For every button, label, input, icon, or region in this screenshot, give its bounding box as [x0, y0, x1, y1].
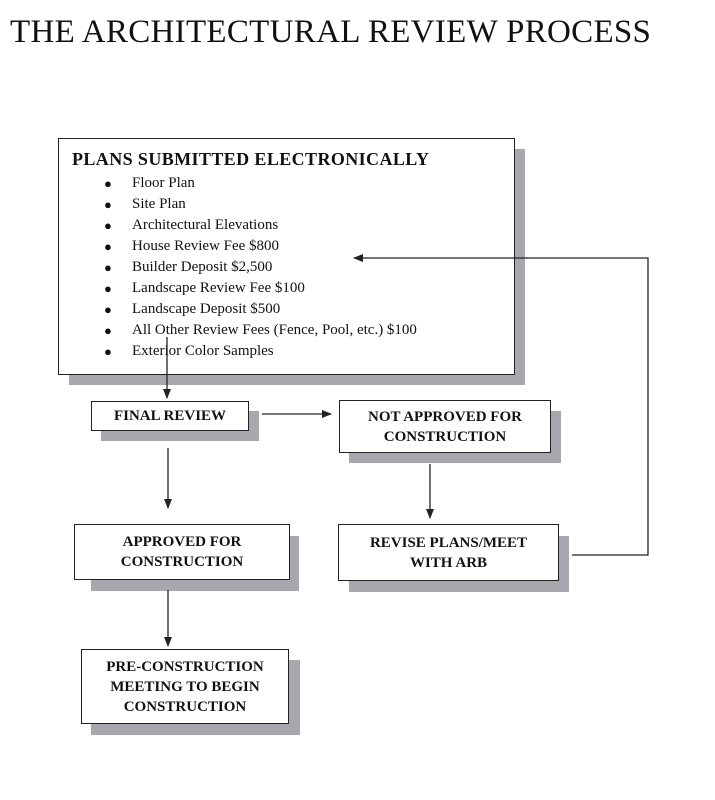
plans-list-item-label: Landscape Deposit $500 — [132, 301, 281, 317]
bullet-icon: ● — [104, 197, 112, 212]
bullet-icon: ● — [104, 176, 112, 191]
plans-list-item: ● Architectural Elevations — [72, 215, 514, 236]
plans-list-item: ● Landscape Deposit $500 — [72, 299, 514, 320]
plans-submitted-box: PLANS SUBMITTED ELECTRONICALLY ● Floor Pl… — [58, 138, 515, 375]
plans-list-item: ● Floor Plan — [72, 173, 514, 194]
plans-list-item-label: Floor Plan — [132, 175, 195, 191]
not-approved-box: NOT APPROVED FOR CONSTRUCTION — [339, 400, 551, 453]
plans-list-item-label: Architectural Elevations — [132, 217, 279, 233]
plans-heading: PLANS SUBMITTED ELECTRONICALLY — [72, 149, 430, 169]
plans-list-item: ● Landscape Review Fee $100 — [72, 278, 514, 299]
revise-plans-box: REVISE PLANS/MEET WITH ARB — [338, 524, 559, 581]
plans-list-item-label: Builder Deposit $2,500 — [132, 259, 273, 275]
plans-list-item-label: House Review Fee $800 — [132, 238, 280, 254]
plans-list-item-label: Site Plan — [132, 196, 186, 212]
plans-list-item: ● Builder Deposit $2,500 — [72, 257, 514, 278]
plans-list-item: ● Site Plan — [72, 194, 514, 215]
bullet-icon: ● — [104, 218, 112, 233]
plans-list-item: ● All Other Review Fees (Fence, Pool, etc… — [72, 320, 514, 341]
approved-box: APPROVED FOR CONSTRUCTION — [74, 524, 290, 580]
bullet-icon: ● — [104, 323, 112, 338]
plans-list-item: ● House Review Fee $800 — [72, 236, 514, 257]
plans-requirements-list: ● Floor Plan ● Site Plan ● Architectural Elev… — [72, 173, 514, 362]
pre-construction-box: PRE-CONSTRUCTION MEETING TO BEGIN CONSTR… — [81, 649, 289, 724]
final-review-box: FINAL REVIEW — [91, 401, 249, 431]
bullet-icon: ● — [104, 281, 112, 296]
bullet-icon: ● — [104, 260, 112, 275]
bullet-icon: ● — [104, 302, 112, 317]
plans-list-item-label: All Other Review Fees (Fence, Pool, etc.… — [132, 322, 417, 338]
plans-list-item-label: Landscape Review Fee $100 — [132, 280, 305, 296]
arrow-revise-back-to-plans — [353, 254, 649, 556]
bullet-icon: ● — [104, 239, 112, 254]
bullet-icon: ● — [104, 344, 112, 359]
page-title: THE ARCHITECTURAL REVIEW PROCESS — [10, 14, 652, 50]
